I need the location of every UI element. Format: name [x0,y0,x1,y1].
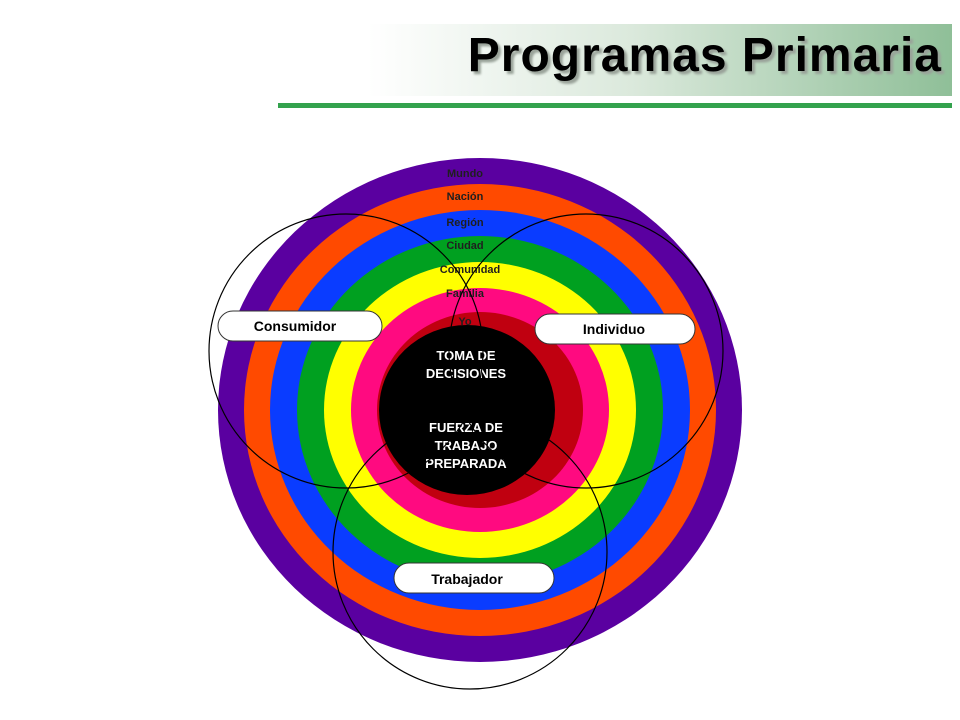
center-text-line-2: DECISIONES [426,366,507,381]
venn-circle-trabajador [332,414,608,690]
ring-label-ciudad: Ciudad [446,240,483,252]
ring-label-nacion: Nación [447,191,484,203]
trabajador-label: Trabajador [431,571,503,587]
center-text-line-5: PREPARADA [425,456,507,471]
title-underline [278,103,952,108]
center-text-line-4: TRABAJO [435,438,498,453]
page-title: Programas Primaria [467,29,942,82]
ring-label-mundo: Mundo [447,168,483,180]
individuo-label: Individuo [583,321,645,337]
center-text-line-3: FUERZA DE [429,420,503,435]
venn-circle-individuo [448,213,724,489]
center-text-line-1: TOMA DE [436,348,496,363]
center-circle [379,325,555,495]
ring-label-yo: Yo [458,316,472,328]
consumidor-label: Consumidor [254,318,337,334]
ring-label-familia: Familia [446,288,485,300]
title-banner: Programas Primaria [240,24,952,96]
individuo-pill: Individuo [534,313,696,345]
trabajador-pill: Trabajador [393,562,555,594]
venn-circle-consumidor [208,213,484,489]
ring-label-comunidad: Comunidad [440,264,501,276]
consumidor-pill: Consumidor [217,310,383,342]
ring-label-region: Región [446,217,484,229]
